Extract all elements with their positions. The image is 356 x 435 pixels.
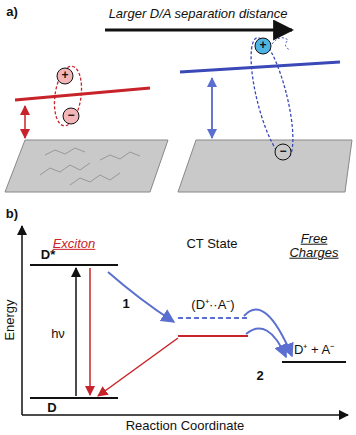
photon-label: hν (51, 327, 65, 341)
axis-title: Energy (3, 299, 17, 340)
charge-sign: + (61, 69, 68, 82)
axis-title: Reaction Coordinate (126, 419, 245, 433)
step-number: 2 (256, 369, 263, 383)
level-label: D⁺ + A⁻ (294, 343, 334, 357)
state-heading: CT State (186, 237, 237, 251)
level-label: (D⁺··A⁻) (191, 298, 234, 312)
panel-letter: a) (6, 5, 18, 19)
panel-letter: b) (6, 207, 18, 221)
charge-sign: − (279, 145, 286, 158)
level-label: D (47, 401, 56, 415)
level-label: D* (41, 248, 55, 262)
charge-sign: − (67, 109, 74, 122)
state-heading: Free Charges (283, 232, 345, 261)
arrow-caption: Larger D/A separation distance (109, 7, 288, 21)
step-number: 1 (122, 297, 129, 311)
state-heading: Exciton (53, 237, 96, 251)
charge-sign: + (259, 39, 266, 52)
